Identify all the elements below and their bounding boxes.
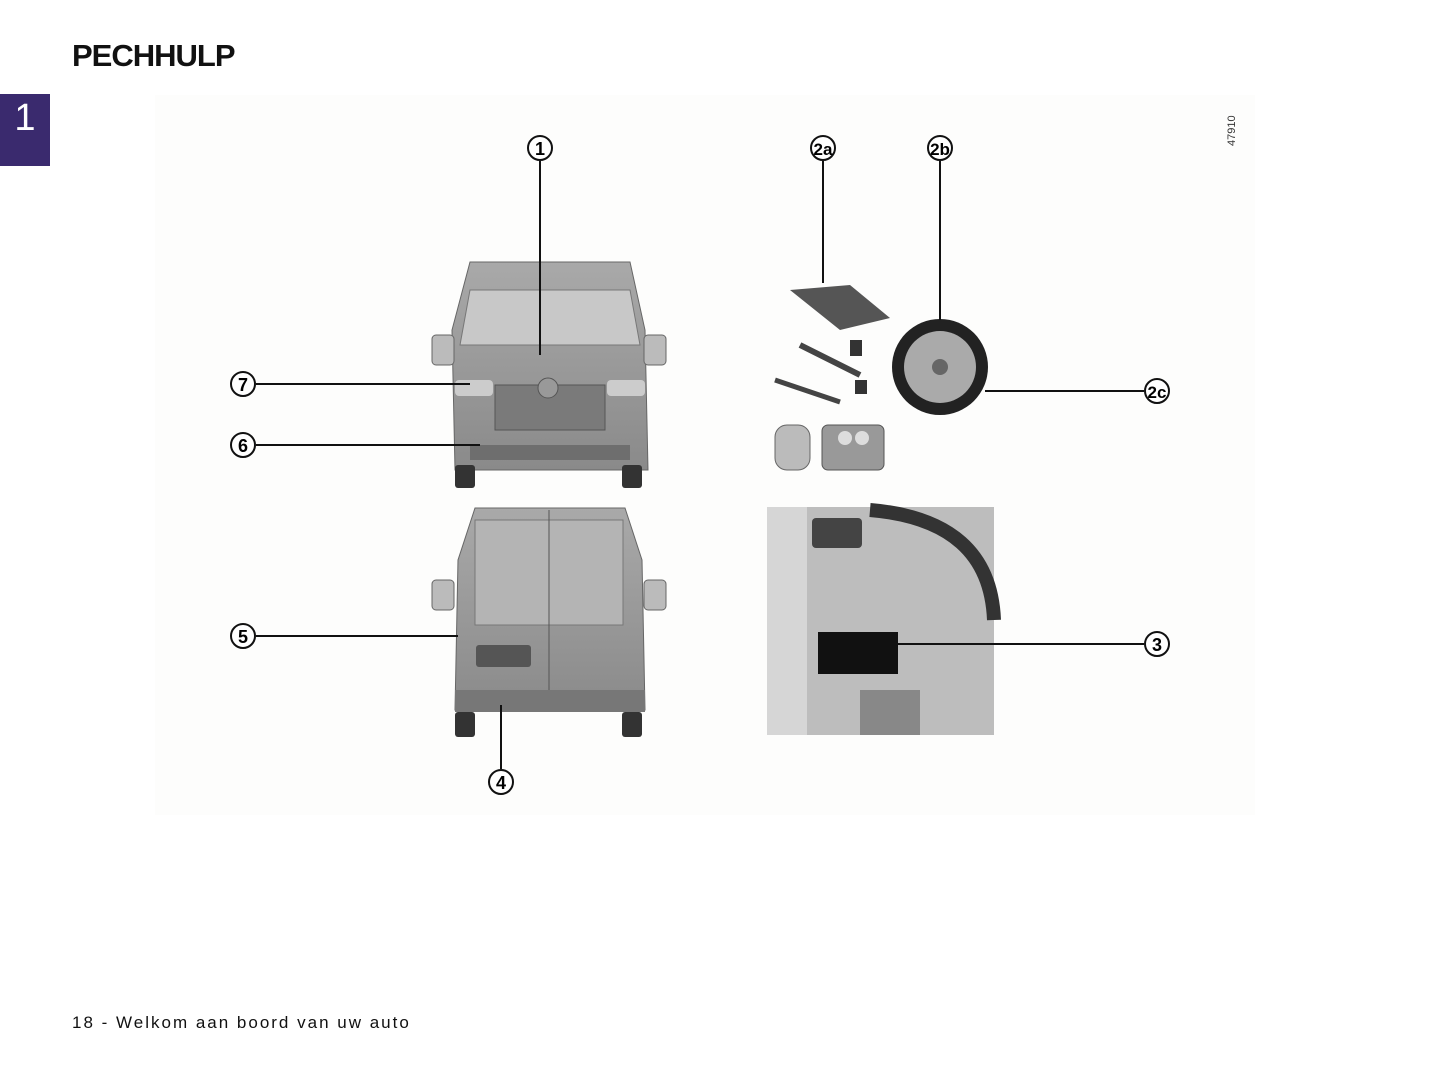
callout-4: 4 (488, 769, 514, 795)
callout-1: 1 (527, 135, 553, 161)
callout-7: 7 (230, 371, 256, 397)
callout-2c: 2c (1144, 378, 1170, 404)
van-rear-view (431, 507, 667, 737)
tyre-inflation-kit (774, 424, 885, 471)
callout-lines (256, 161, 1144, 769)
callout-2a: 2a (810, 135, 836, 161)
page-footer: 18 - Welkom aan boord van uw auto (72, 1013, 411, 1032)
callout-6: 6 (230, 432, 256, 458)
jack-and-tools (774, 285, 890, 405)
svg-text:2a: 2a (814, 140, 833, 159)
callout-markers: 1 2a 2b 2c 3 4 5 6 7 (230, 135, 1170, 795)
spare-wheel (892, 319, 988, 415)
callout-2b: 2b (927, 135, 953, 161)
svg-text:5: 5 (238, 627, 248, 647)
callout-5: 5 (230, 623, 256, 649)
svg-text:7: 7 (238, 375, 248, 395)
svg-text:6: 6 (238, 436, 248, 456)
svg-text:4: 4 (496, 773, 506, 793)
svg-text:3: 3 (1152, 635, 1162, 655)
svg-text:2b: 2b (930, 140, 950, 159)
page-title: PECHHULP (72, 38, 236, 73)
dashboard-storage-photo (767, 503, 1001, 735)
chapter-tab: 1 (0, 94, 50, 166)
breakdown-illustration (155, 95, 1255, 815)
svg-text:2c: 2c (1148, 383, 1167, 402)
van-front-view (431, 261, 667, 488)
callout-3: 3 (1144, 631, 1170, 657)
svg-text:1: 1 (535, 139, 545, 159)
